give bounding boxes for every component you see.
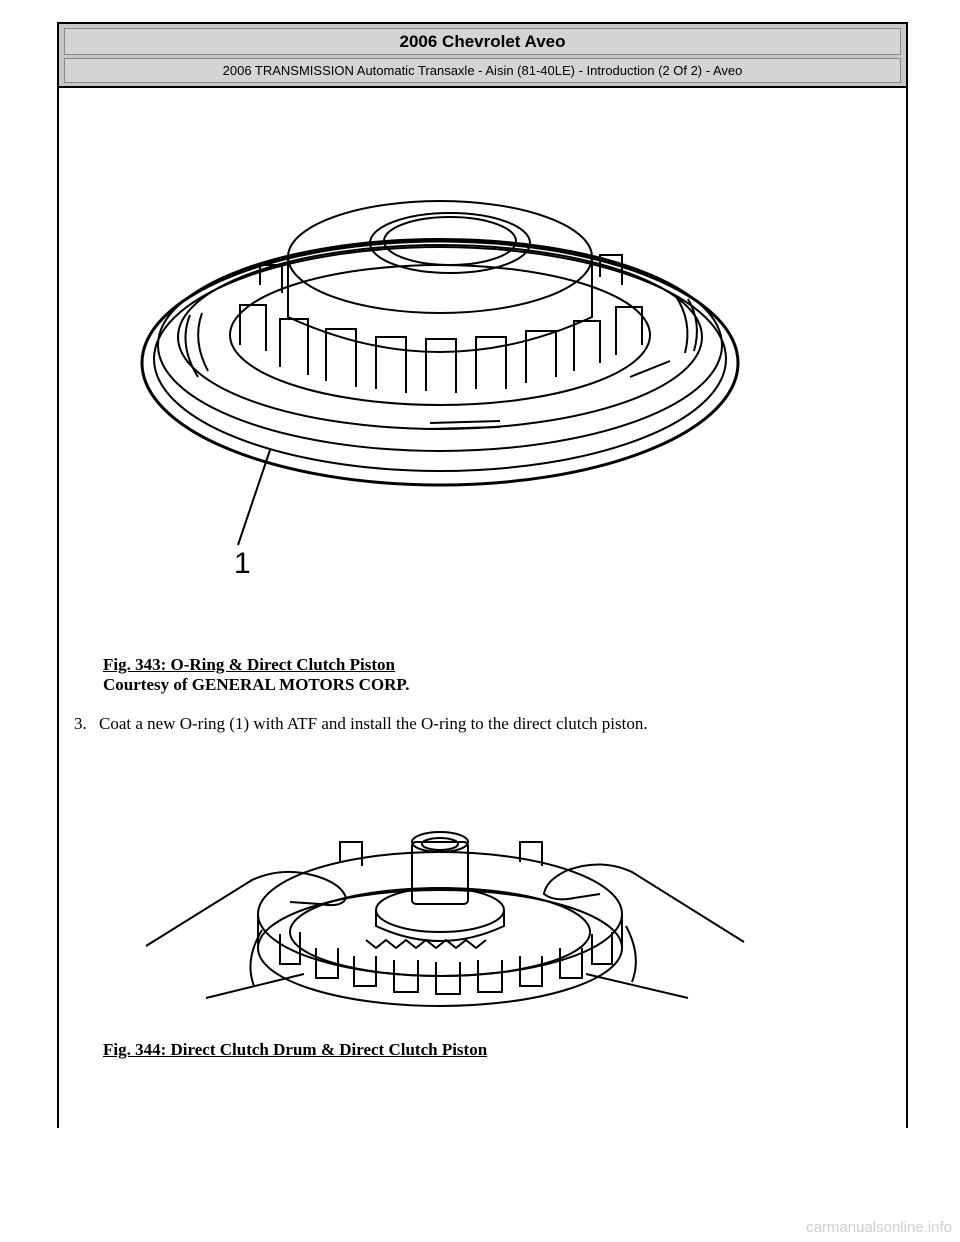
figure-344-title: Fig. 344: Direct Clutch Drum & Direct Cl…: [103, 1040, 488, 1059]
figure-344-illustration: [145, 831, 745, 1007]
page-frame: [57, 22, 908, 1128]
figure-343-credit: Courtesy of GENERAL MOTORS CORP.: [103, 675, 410, 694]
watermark: carmanualsonline.info: [806, 1219, 952, 1236]
step-text: Coat a new O-ring (1) with ATF and insta…: [99, 714, 648, 733]
header-subtitle: 2006 TRANSMISSION Automatic Transaxle - …: [64, 58, 901, 83]
figure-343-illustration: 1: [140, 200, 740, 580]
step-number: 3.: [74, 714, 87, 733]
callout-1-label: 1: [234, 547, 251, 580]
page-header: 2006 Chevrolet Aveo 2006 TRANSMISSION Au…: [57, 22, 908, 88]
step-3: 3. Coat a new O-ring (1) with ATF and in…: [74, 714, 648, 734]
figure-344-caption: Fig. 344: Direct Clutch Drum & Direct Cl…: [103, 1040, 487, 1060]
figure-343-caption: Fig. 343: O-Ring & Direct Clutch Piston …: [103, 655, 410, 695]
figure-343-title: Fig. 343: O-Ring & Direct Clutch Piston: [103, 655, 395, 674]
header-title: 2006 Chevrolet Aveo: [64, 28, 901, 55]
